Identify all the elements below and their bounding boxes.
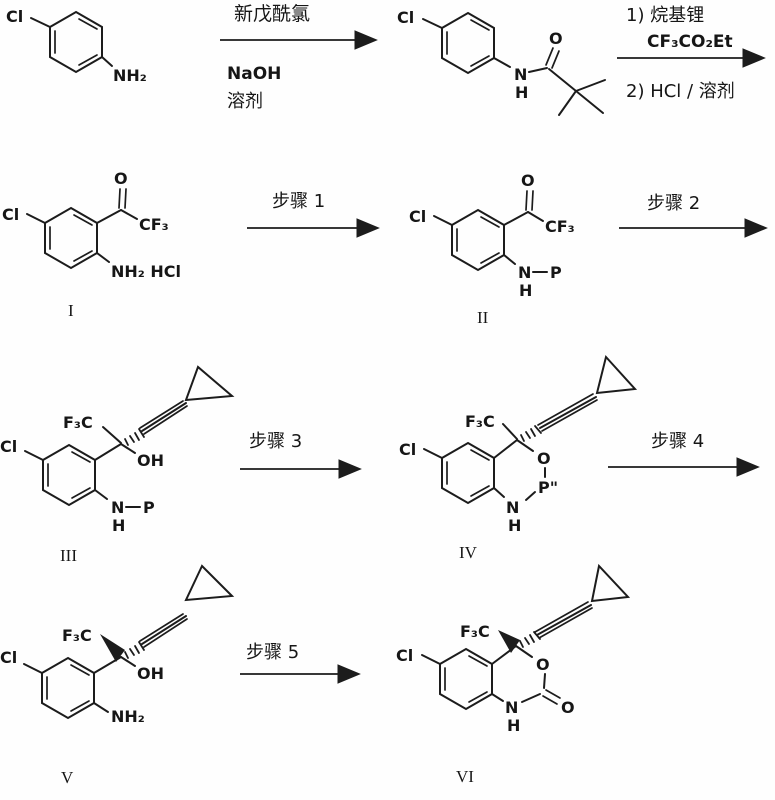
atom-cf3: CF₃: [139, 215, 169, 234]
atom-p-doubleprime: P": [538, 478, 558, 497]
step4-label: 步骤 4: [651, 431, 704, 452]
step4-arrow-group: 步骤 4: [608, 431, 760, 477]
atom-o-carbonyl: O: [561, 698, 575, 717]
structure-4-chloroaniline: Cl NH₂: [6, 7, 147, 85]
atom-o: O: [114, 169, 128, 188]
compound-label-v: V: [61, 768, 74, 787]
benzene-ring: [42, 444, 96, 506]
structure-compound-i: Cl O CF₃ NH₂ HCl I: [2, 169, 181, 320]
triple-bond: [139, 613, 188, 648]
benzene-ring: [41, 657, 95, 719]
atom-oh: OH: [137, 451, 164, 470]
atom-cl: Cl: [397, 8, 414, 27]
step3-arrow-group: 步骤 3: [240, 431, 362, 479]
reagent-naoh: NaOH: [227, 64, 281, 84]
triple-bond: [534, 601, 593, 639]
bold-wedge: [100, 634, 125, 662]
atom-cl: Cl: [399, 440, 416, 459]
atom-h: H: [508, 516, 521, 535]
cyclopropyl-ring: [184, 564, 235, 602]
benzene-ring: [439, 648, 493, 710]
reagent-ethyl-trifluoroacetate: CF₃CO₂Et: [647, 32, 733, 52]
compound-label-iii: III: [60, 546, 77, 565]
bold-wedge: [498, 630, 520, 653]
compound-label-iv: IV: [459, 543, 478, 562]
reaction2-arrow-group: 1) 烷基锂 CF₃CO₂Et 2) HCl / 溶剂: [617, 5, 766, 102]
step2-label: 步骤 2: [647, 193, 700, 214]
atom-cl: Cl: [2, 205, 19, 224]
atom-cf3: CF₃: [545, 217, 575, 236]
atom-oh: OH: [137, 664, 164, 683]
hash-wedge: [124, 428, 145, 446]
cyclopropyl-ring: [184, 365, 235, 402]
benzene-ring: [441, 12, 495, 74]
cyclopropyl-ring: [590, 563, 631, 603]
compound-label-vi: VI: [456, 767, 474, 786]
atom-n: N: [505, 698, 518, 717]
atom-o: O: [549, 29, 563, 48]
reagent-pivaloyl-chloride: 新戊酰氯: [234, 3, 310, 25]
structure-pivalamide: Cl N H O: [397, 8, 606, 116]
reagent-solvent-1: 溶剂: [227, 91, 263, 112]
step5-label: 步骤 5: [246, 642, 299, 663]
step1-arrow-group: 步骤 1: [247, 191, 380, 238]
triple-bond: [537, 393, 598, 432]
atom-cl: Cl: [0, 437, 17, 456]
atom-n: N: [111, 498, 124, 517]
benzene-ring: [451, 209, 505, 271]
step1-label: 步骤 1: [272, 191, 325, 212]
atom-o: O: [521, 171, 535, 190]
compound-label-i: I: [68, 301, 74, 320]
structure-compound-iii: Cl F₃C OH N P H III: [0, 365, 235, 565]
atom-p: P: [550, 263, 562, 282]
step3-label: 步骤 3: [249, 431, 302, 452]
atom-n: N: [518, 263, 531, 282]
atom-h: H: [507, 716, 520, 735]
structure-compound-vi: Cl F₃C O O N H VI: [396, 563, 631, 786]
atom-cl: Cl: [0, 648, 17, 667]
atom-p: P: [143, 498, 155, 517]
compound-label-ii: II: [477, 308, 489, 327]
hash-wedge: [520, 425, 542, 442]
atom-f3c: F₃C: [63, 413, 93, 432]
atom-f3c: F₃C: [460, 622, 490, 641]
atom-nh2-hcl: NH₂ HCl: [111, 262, 181, 281]
atom-h: H: [519, 281, 532, 300]
cyclopropyl-ring: [595, 354, 638, 395]
atom-cl: Cl: [6, 7, 23, 26]
structure-compound-ii: Cl O CF₃ N P H II: [409, 171, 575, 327]
atom-o-ring: O: [536, 655, 550, 674]
step5-arrow-group: 步骤 5: [240, 642, 361, 684]
atom-nh2: NH₂: [111, 707, 145, 726]
structure-compound-v: Cl F₃C OH NH₂ V: [0, 564, 235, 787]
atom-h: H: [515, 83, 528, 102]
structure-compound-iv: Cl F₃C O P" N H IV: [399, 354, 638, 562]
reagent-alkyllithium: 1) 烷基锂: [626, 5, 704, 26]
triple-bond: [139, 400, 188, 435]
benzene-ring: [49, 11, 103, 73]
atom-f3c: F₃C: [62, 626, 92, 645]
reaction1-arrow-group: 新戊酰氯 NaOH 溶剂: [220, 3, 378, 112]
atom-o: O: [537, 449, 551, 468]
hash-wedge: [124, 641, 145, 659]
atom-cl: Cl: [409, 207, 426, 226]
atom-nh2: NH₂: [113, 66, 147, 85]
atom-cl: Cl: [396, 646, 413, 665]
step2-arrow-group: 步骤 2: [619, 193, 768, 238]
benzene-ring: [441, 442, 495, 504]
reagent-hcl-solvent: 2) HCl / 溶剂: [626, 81, 735, 102]
atom-n: N: [514, 65, 527, 84]
atom-h: H: [112, 516, 125, 535]
benzene-ring: [44, 207, 98, 269]
atom-n: N: [506, 498, 519, 517]
atom-f3c: F₃C: [465, 412, 495, 431]
